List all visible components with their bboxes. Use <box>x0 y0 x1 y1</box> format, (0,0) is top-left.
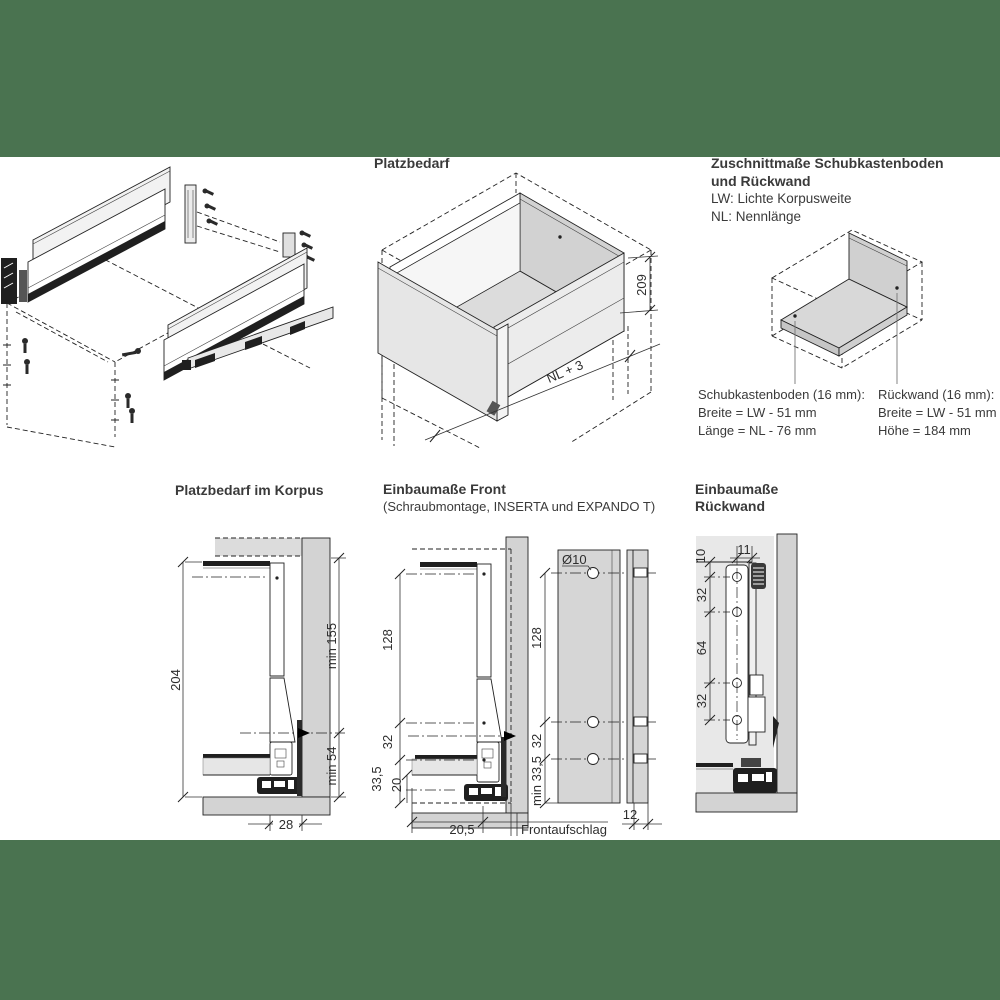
dim-label-min54: min 54 <box>324 746 339 785</box>
cabinet-top-strip <box>215 537 302 557</box>
title-zuschnitt-line2: und Rückwand <box>711 173 811 189</box>
dim-label-front-205: 20,5 <box>449 822 474 837</box>
front-panel-wall <box>505 536 529 814</box>
rw-dimension-11: 11 <box>730 542 760 565</box>
boden-title: Schubkastenboden (16 mm): <box>698 387 865 402</box>
korpus-diagram: 204 min 155 min 54 28 <box>168 537 346 832</box>
dim-label-rw32b: 32 <box>694 694 709 708</box>
boden-breite: Breite = LW - 51 mm <box>698 405 817 420</box>
dim-label-front-128: 128 <box>380 629 395 651</box>
rueckwand-specs: Rückwand (16 mm): Breite = LW - 51 mm Hö… <box>878 386 997 440</box>
front-reference-arrow <box>408 731 516 741</box>
dimension-front-bottom: 20,5 Frontaufschlag <box>406 788 608 837</box>
zuschnitt-diagram <box>771 229 923 384</box>
title-zuschnitt: Zuschnittmaße Schubkastenboden und Rückw… <box>711 154 944 226</box>
dim-label-drill-32: 32 <box>529 734 544 748</box>
page-bottom-band <box>0 840 1000 1000</box>
boden-specs: Schubkastenboden (16 mm): Breite = LW - … <box>698 386 865 440</box>
dim-label-drill-min335: min 33,5 <box>529 756 544 806</box>
title-zuschnitt-line1: Zuschnittmaße Schubkastenboden <box>711 155 944 171</box>
dim-label-min155: min 155 <box>324 623 339 669</box>
title-rueckwand: Einbaumaße Rückwand <box>695 481 778 515</box>
left-side-panels <box>1 166 171 304</box>
drawer-profile <box>192 561 302 796</box>
rueckwand-diagram: 10 32 64 32 11 <box>693 533 798 813</box>
front-dashed-outline <box>412 548 512 804</box>
boden-laenge: Länge = NL - 76 mm <box>698 423 817 438</box>
title-front: Einbaumaße Front (Schraubmontage, INSERT… <box>383 481 655 515</box>
dimension-209: 209 <box>619 251 659 316</box>
drill-panel: Ø10 <box>551 549 656 804</box>
dimension-12: 12 <box>622 803 662 830</box>
title-rueckwand-line1: Einbaumaße <box>695 481 779 497</box>
dim-label-drill-128: 128 <box>529 627 544 649</box>
dim-label-204: 204 <box>168 669 183 691</box>
title-platzbedarf: Platzbedarf <box>374 154 449 172</box>
front-diagram: 128 32 33,5 20 20,5 Frontaufschlag Ø10 <box>369 536 662 837</box>
title-front-line1: Einbaumaße Front <box>383 481 506 497</box>
rueckwand-title: Rückwand (16 mm): <box>878 387 995 402</box>
dimension-204: 204 <box>168 556 202 803</box>
rw-cabinet-bottom <box>695 792 798 813</box>
title-front-line2: (Schraubmontage, INSERTA und EXPANDO T) <box>383 499 656 514</box>
dim-label-drill-diameter: Ø10 <box>562 552 587 567</box>
dim-label-front-335: 33,5 <box>369 766 384 791</box>
rw-dimensions-left: 10 32 64 32 <box>693 549 730 726</box>
cabinet-bottom <box>202 796 331 816</box>
rear-post-and-screws <box>184 184 316 262</box>
dimension-28: 28 <box>248 815 322 832</box>
boden-panel <box>780 278 908 357</box>
drawer-box <box>377 192 625 422</box>
dim-label-frontaufschlag: Frontaufschlag <box>521 822 607 837</box>
page-top-band <box>0 0 1000 157</box>
rw-cabinet-wall <box>776 533 798 794</box>
title-platzbedarf-text: Platzbedarf <box>374 155 450 171</box>
screws <box>22 338 141 423</box>
reference-arrow <box>240 728 345 738</box>
rueckwand-panel <box>848 232 908 308</box>
dim-label-209: 209 <box>634 274 649 296</box>
right-side-panels <box>163 247 334 381</box>
dim-label-28: 28 <box>279 817 293 832</box>
rw-hardware <box>696 561 779 793</box>
dimension-drill: 128 32 min 33,5 <box>529 567 558 809</box>
drill-side-strip <box>626 549 649 804</box>
cabinet-side-wall <box>301 537 331 798</box>
dim-label-12: 12 <box>623 807 637 822</box>
dim-label-rw11: 11 <box>737 542 751 557</box>
dim-label-rw64: 64 <box>694 641 709 655</box>
dim-label-rw10: 10 <box>693 549 708 563</box>
dim-label-rw32a: 32 <box>694 588 709 602</box>
leader-lines <box>794 293 898 384</box>
front-drawer-profile <box>411 562 508 801</box>
exploded-view-diagram <box>1 166 334 448</box>
title-korpus-text: Platzbedarf im Korpus <box>175 482 324 498</box>
dim-label-front-20: 20 <box>389 778 404 792</box>
rueckwand-breite: Breite = LW - 51 mm <box>878 405 997 420</box>
rueckwand-hoehe: Höhe = 184 mm <box>878 423 971 438</box>
platzbedarf-diagram: 209 NL + 3 <box>377 172 661 449</box>
title-korpus: Platzbedarf im Korpus <box>175 481 324 499</box>
title-rueckwand-line2: Rückwand <box>695 498 766 514</box>
dim-label-front-32: 32 <box>380 735 395 749</box>
legend-nl: NL: Nennlänge <box>711 209 802 224</box>
legend-lw: LW: Lichte Korpusweite <box>711 191 852 206</box>
dimension-min54: min 54 <box>324 733 346 803</box>
dimension-front-left: 128 32 33,5 20 <box>369 568 413 809</box>
